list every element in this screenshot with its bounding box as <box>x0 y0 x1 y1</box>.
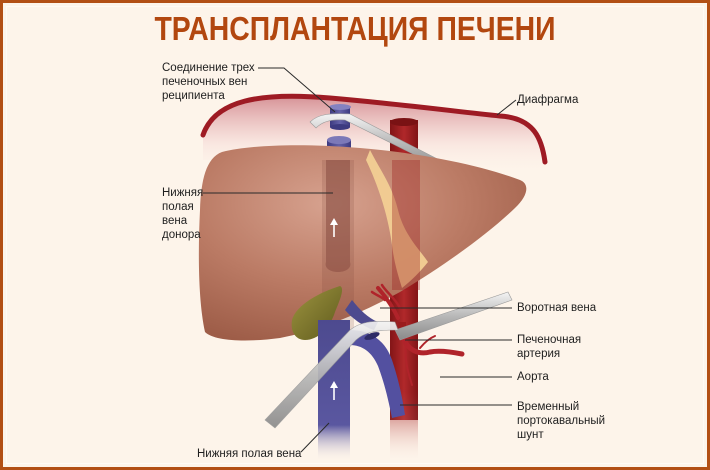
portal-clamp <box>394 291 513 341</box>
label-hepatic-veins-junction: Соединение трех печеночных вен реципиент… <box>162 62 255 102</box>
label-portocaval-shunt: Временный портокавальный шунт <box>517 401 606 441</box>
label-hepatic-artery: Печеночная артерия <box>517 334 582 360</box>
page-title: ТРАНСПЛАНТАЦИЯ ПЕЧЕНИ <box>154 10 556 47</box>
inner-frame <box>6 6 704 464</box>
liver <box>198 145 527 341</box>
arrow-up-icon <box>330 218 338 237</box>
label-donor-ivc: Нижняя полая вена донора <box>162 187 204 241</box>
label-ivc: Нижняя полая вена <box>197 448 302 460</box>
arrow-up-icon <box>330 381 338 400</box>
ivc-clamp <box>264 320 399 429</box>
label-diaphragm: Диафрагма <box>517 94 579 106</box>
leader-lines <box>203 67 517 453</box>
label-portal-vein: Воротная вена <box>517 302 597 314</box>
label-aorta: Аорта <box>517 371 549 383</box>
gallbladder <box>291 286 343 340</box>
